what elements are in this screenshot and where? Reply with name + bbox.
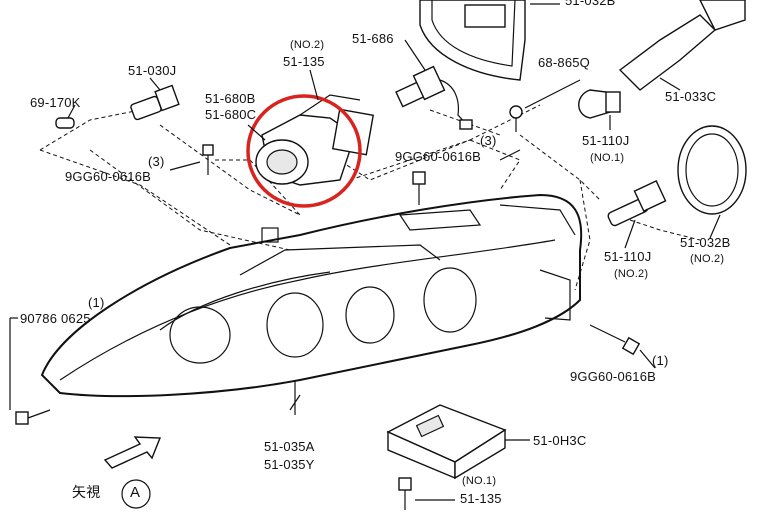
label-90786-0625: 90786 0625 [20,311,91,326]
bulb-51-030j [130,77,180,121]
label-51-032b-right: 51-032B [680,235,731,250]
label-qty1-right: (1) [652,353,669,368]
label-68-865q: 68-865Q [538,55,590,70]
label-qty3-mid: (3) [480,133,497,148]
top-cover-part [419,0,560,81]
label-51-035y: 51-035Y [264,457,315,472]
label-no1-a: (NO.1) [590,152,625,164]
dust-cap-ring [677,125,747,239]
screw-middle [412,171,426,205]
label-51-030j: 51-030J [128,63,177,78]
label-9gg60-mid: 9GG60-0616B [395,149,482,164]
label-no2-a: (NO.2) [290,39,325,51]
label-no2-c: (NO.2) [690,253,725,265]
headlight-housing [40,193,583,415]
label-9gg60-right: 9GG60-0616B [570,369,657,384]
screw-bottom [398,477,455,510]
label-qty1-left: (1) [88,295,105,310]
label-51-680c: 51-680C [205,107,257,122]
label-51-135-top: 51-135 [283,54,325,69]
projector-module [255,94,375,186]
label-qty3-left: (3) [148,154,165,169]
bulb-51-110j-no2 [607,180,667,249]
label-9gg60-left: 9GG60-0616B [65,169,152,184]
view-letter-circle [121,479,151,509]
ballast-module [386,404,530,480]
label-51-680b: 51-680B [205,91,256,106]
label-51-035a: 51-035A [264,439,315,454]
label-51-0h3c: 51-0H3C [533,433,587,448]
bulb-51-110j-no1 [578,89,621,130]
label-no1-b: (NO.1) [462,475,497,487]
label-51-110j-2: 51-110J [604,249,652,264]
bulb-with-wire [395,39,473,130]
label-51-686: 51-686 [352,31,394,46]
label-no2-b: (NO.2) [614,268,649,280]
clip-68-865q [509,79,581,132]
screw-left [169,144,214,175]
label-51-032b-top: 51-032B [565,0,616,8]
view-direction-arrow [103,436,162,469]
bulb-socket [618,0,746,91]
leader-lines [247,69,521,411]
label-view-text: 矢視 [72,485,101,501]
bulb-69-170k [55,104,76,129]
label-51-033c: 51-033C [665,89,717,104]
label-69-170k: 69-170K [30,95,81,110]
screw-right [589,324,656,369]
screw-bottom-left [9,317,51,425]
label-view-letter: A [130,484,141,501]
label-51-110j-1: 51-110J [582,133,630,148]
highlight-circle [246,94,362,208]
label-51-135-bottom: 51-135 [460,491,502,506]
